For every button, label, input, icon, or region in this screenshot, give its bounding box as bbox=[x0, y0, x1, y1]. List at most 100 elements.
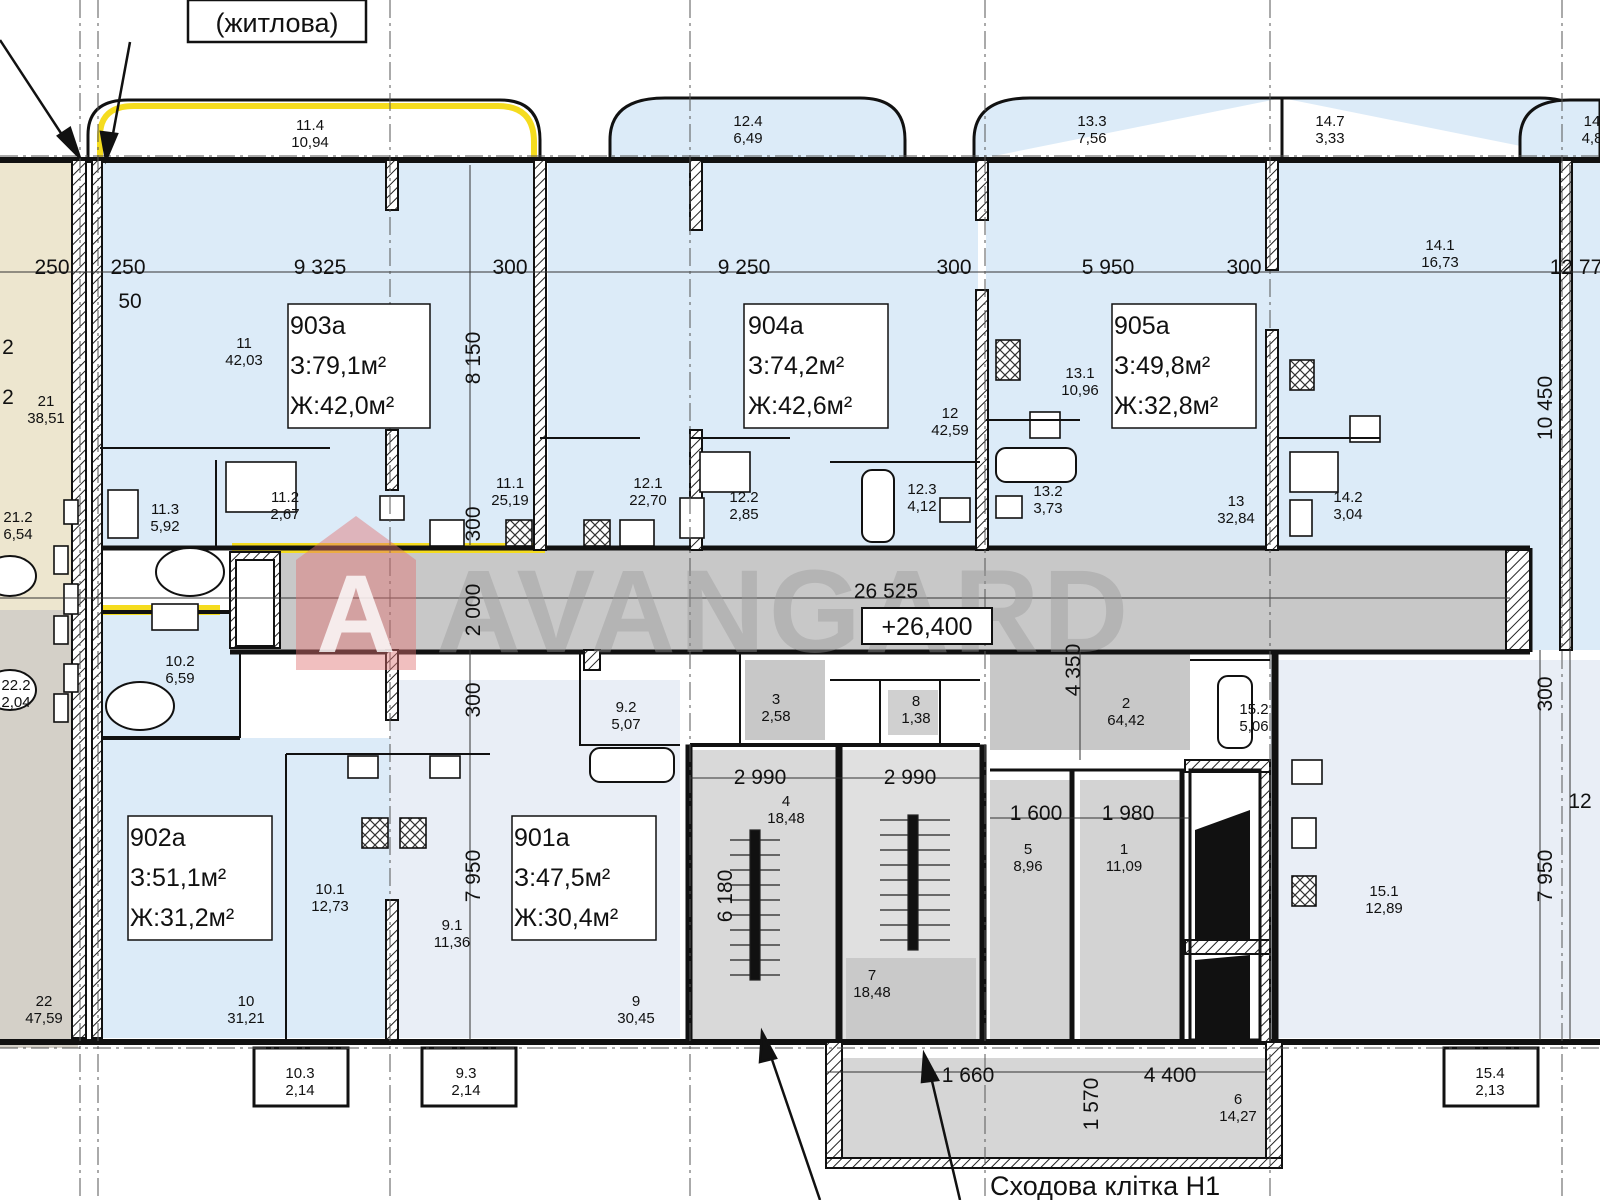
avangard-watermark: A AVANGARD bbox=[296, 516, 1132, 678]
apartment-card-904a[interactable]: 904a З:74,2м² Ж:42,6м² bbox=[743, 303, 889, 429]
room-label: 264,42 bbox=[1107, 695, 1145, 729]
apartment-card-901a[interactable]: 901a З:47,5м² Ж:30,4м² bbox=[511, 815, 657, 941]
dimension-labels: 250 250 9 325 300 9 250 300 5 950 300 12… bbox=[2, 256, 1600, 1130]
room-label: 9.111,36 bbox=[434, 917, 470, 951]
dimension-label: 1 600 bbox=[1010, 802, 1063, 825]
room-label: 13.23,73 bbox=[1033, 483, 1062, 517]
room-area: 31,21 bbox=[227, 1010, 265, 1027]
room-area: 8,96 bbox=[1013, 858, 1042, 875]
room-area: 22,70 bbox=[629, 492, 667, 509]
stair-flights bbox=[730, 814, 950, 981]
left-tan-zone bbox=[0, 160, 78, 610]
apartment-card-905a[interactable]: 905a З:49,8м² Ж:32,8м² bbox=[1111, 303, 1257, 429]
room-number: 22 bbox=[36, 993, 53, 1010]
top-label-box bbox=[186, 0, 368, 44]
room-number: 7 bbox=[868, 967, 876, 984]
room-area: 42,03 bbox=[225, 352, 263, 369]
room-label: 10.112,73 bbox=[311, 881, 349, 915]
balcony-14 bbox=[1518, 98, 1600, 162]
room-6-fill bbox=[826, 1058, 1268, 1162]
room-area: 10,94 bbox=[291, 134, 329, 151]
room-number: 14 bbox=[1584, 113, 1600, 130]
room-number: 12.2 bbox=[729, 489, 758, 506]
room-label: 111,09 bbox=[1106, 841, 1142, 875]
dimension-label: 12 bbox=[1568, 790, 1591, 813]
room-area: 11,36 bbox=[434, 934, 470, 951]
room-area: 12,73 bbox=[311, 898, 349, 915]
room-number: 12 bbox=[942, 405, 959, 422]
dimension-label: 1 660 bbox=[942, 1064, 995, 1087]
room-label: 11.35,92 bbox=[150, 501, 179, 535]
room-area: 30,45 bbox=[617, 1010, 655, 1027]
room-7-fill bbox=[846, 958, 976, 1040]
room-area: 1,38 bbox=[901, 710, 930, 727]
room-3-fill bbox=[745, 660, 825, 740]
dimension-label: 7 950 bbox=[462, 850, 485, 903]
leader-arrows bbox=[0, 39, 962, 1200]
room-label: 22.22,04 bbox=[1, 677, 30, 711]
dimension-label: 12 77 bbox=[1550, 256, 1600, 279]
room-area: 6,54 bbox=[3, 526, 32, 543]
room-number: 1 bbox=[1120, 841, 1128, 858]
apt-903a-highlight bbox=[97, 103, 537, 160]
room-number: 3 bbox=[772, 691, 780, 708]
dimension-label: 4 350 bbox=[1062, 644, 1085, 697]
room-area: 2,67 bbox=[270, 506, 299, 523]
apartment-id: 904a bbox=[748, 312, 804, 340]
apt-right-lower-fill bbox=[1270, 660, 1600, 1038]
dimension-label: 250 bbox=[110, 256, 145, 279]
dimension-label: 300 bbox=[1534, 676, 1557, 711]
room-number: 2 bbox=[1122, 695, 1130, 712]
dimension-label: 1 980 bbox=[1102, 802, 1155, 825]
apartment-card-902a[interactable]: 902a З:51,1м² Ж:31,2м² bbox=[127, 815, 273, 941]
room-number: 10.1 bbox=[315, 881, 344, 898]
fixtures bbox=[53, 339, 1381, 907]
balcony-10-3 bbox=[252, 1046, 350, 1108]
dimension-label: 10 450 bbox=[1534, 376, 1557, 440]
dimension-label: 5 950 bbox=[1082, 256, 1135, 279]
bathtubs bbox=[0, 447, 1253, 783]
apartment-card-903a[interactable]: 903a З:79,1м² Ж:42,0м² bbox=[287, 303, 431, 429]
room-area: 6,59 bbox=[165, 670, 194, 687]
dimension-label: 2 bbox=[2, 336, 14, 359]
room-area: 2,14 bbox=[285, 1082, 314, 1099]
room-number: 11.1 bbox=[496, 475, 524, 492]
room-area: 18,48 bbox=[767, 810, 805, 827]
room-number: 6 bbox=[1234, 1091, 1242, 1108]
room-number: 22.2 bbox=[1, 677, 30, 694]
apartment-living-area: Ж:42,0м² bbox=[290, 392, 394, 420]
room-number: 11.3 bbox=[151, 501, 179, 518]
room-area: 64,42 bbox=[1107, 712, 1145, 729]
dimension-label: 26 525 bbox=[854, 580, 918, 603]
room-area: 11,09 bbox=[1106, 858, 1142, 875]
room-label: 12.34,12 bbox=[907, 481, 936, 515]
room-area: 2,58 bbox=[761, 708, 790, 725]
watermark-text: AVANGARD bbox=[436, 546, 1132, 678]
partitions bbox=[100, 419, 1380, 1040]
room-area: 2,14 bbox=[451, 1082, 480, 1099]
room-area: 25,19 bbox=[491, 492, 529, 509]
room-label: 21.26,54 bbox=[3, 509, 32, 543]
apartment-total-area: З:51,1м² bbox=[130, 864, 226, 892]
room-number: 9.2 bbox=[616, 699, 637, 716]
room-area: 5,92 bbox=[150, 518, 179, 535]
room-labels: 11.410,94 12.46,49 13.37,56 14.73,33 144… bbox=[1, 113, 1600, 1125]
room-number: 13.2 bbox=[1033, 483, 1062, 500]
room-label: 9.25,07 bbox=[611, 699, 640, 733]
dimension-label: 300 bbox=[462, 506, 485, 541]
dimension-label: 300 bbox=[492, 256, 527, 279]
room-number: 14.7 bbox=[1315, 113, 1344, 130]
dimension-label: 2 990 bbox=[884, 766, 937, 789]
room-number: 10 bbox=[238, 993, 255, 1010]
apartment-living-area: Ж:31,2м² bbox=[130, 904, 234, 932]
dimension-label: 300 bbox=[936, 256, 971, 279]
room-area: 47,59 bbox=[25, 1010, 63, 1027]
apartment-total-area: З:47,5м² bbox=[514, 864, 610, 892]
room-label: 13.110,96 bbox=[1061, 365, 1099, 399]
room-area: 3,33 bbox=[1315, 130, 1344, 147]
room-area: 32,84 bbox=[1217, 510, 1255, 527]
apartment-cards: 903a З:79,1м² Ж:42,0м² 904a З:74,2м² Ж:4… bbox=[127, 303, 1257, 941]
